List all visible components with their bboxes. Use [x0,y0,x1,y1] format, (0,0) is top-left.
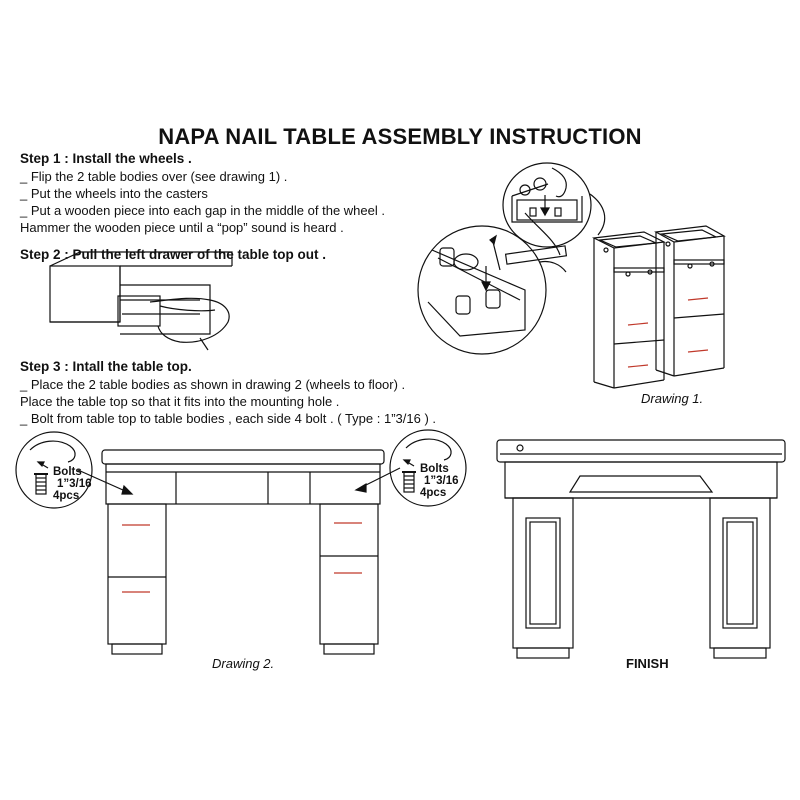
finish-caption: FINISH [626,656,669,671]
bolt-circle-left [15,431,93,509]
step3-line-3: _ Bolt from table top to table bodies , … [20,411,436,426]
drawing1-cabinets [591,225,726,389]
drawer-pull-illustration [49,251,233,351]
drawing2-caption: Drawing 2. [212,656,275,671]
step1-line-4: Hammer the wooden piece until a “pop” so… [20,220,344,235]
bolt-label-left: Bolts 1”3/16 4pcs [53,466,92,502]
step3-heading: Step 3 : Intall the table top. [20,359,192,374]
drawing2-table [77,449,401,655]
bolt-label-right: Bolts 1”3/16 4pcs [420,463,459,499]
step3-line-1: _ Place the 2 table bodies as shown in d… [20,377,406,392]
step3-line-2: Place the table top so that it fits into… [20,394,340,409]
step1-line-2: _ Put the wheels into the casters [20,186,208,201]
drawing1-caption: Drawing 1. [641,391,704,406]
bolt-circle-right [389,429,467,507]
finish-table [496,439,786,659]
step1-heading: Step 1 : Install the wheels . [20,151,192,166]
document-title: NAPA NAIL TABLE ASSEMBLY INSTRUCTION [158,124,642,149]
step1-line-3: _ Put a wooden piece into each gap in th… [20,203,385,218]
step1-line-1: _ Flip the 2 table bodies over (see draw… [20,169,288,184]
caster-zoom-top [502,162,592,248]
caster-zoom-main [417,193,606,355]
step2-heading: Step 2 : Pull the left drawer of the tab… [20,247,327,262]
